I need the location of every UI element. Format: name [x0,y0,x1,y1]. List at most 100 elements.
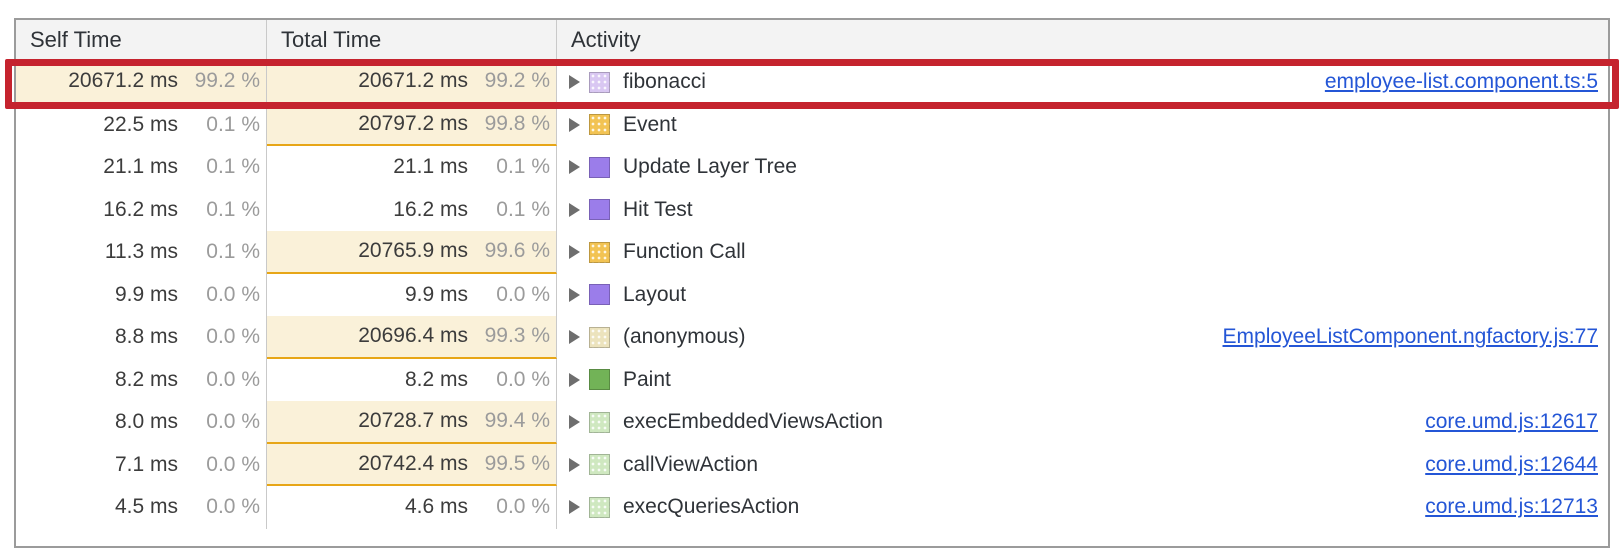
expand-triangle-icon[interactable] [569,160,580,175]
activity-cell: execQueriesAction core.umd.js:12713 [557,486,1608,529]
expand-triangle-icon[interactable] [569,330,580,345]
column-header-activity[interactable]: Activity [571,27,641,52]
source-link[interactable]: core.umd.js:12644 [1425,452,1598,476]
self-time-value: 21.1 ms [103,155,178,179]
expand-triangle-icon[interactable] [569,117,580,132]
expand-triangle-icon[interactable] [569,287,580,302]
source-link[interactable]: core.umd.js:12617 [1425,410,1598,434]
category-swatch-icon [589,71,610,93]
total-time-value: 9.9 ms [404,282,468,306]
self-time-percent: 0.1 % [206,155,260,179]
total-time-value: 20728.7 ms [358,409,468,433]
total-time-cell: 20765.9 ms 99.6 % [267,231,557,274]
table-row[interactable]: 8.8 ms 0.0 % 20696.4 ms 99.3 % (anonymou… [16,316,1608,359]
total-time-value: 20696.4 ms [358,324,468,348]
total-time-percent: 99.5 % [484,451,550,475]
total-time-value: 20765.9 ms [358,239,468,263]
total-time-value: 8.2 ms [404,367,468,391]
activity-label: Function Call [623,240,746,264]
total-time-percent: 0.0 % [496,367,550,391]
category-swatch-icon [589,496,610,518]
activity-cell: Hit Test [557,189,1608,232]
activity-label: (anonymous) [623,325,746,349]
expand-triangle-icon[interactable] [569,372,580,387]
total-time-value: 20671.2 ms [358,69,468,93]
total-time-cell: 20797.2 ms 99.8 % [267,103,557,146]
total-time-cell: 9.9 ms 0.0 % [267,273,557,316]
activity-label: execEmbeddedViewsAction [623,410,883,434]
activity-label: Hit Test [623,197,693,221]
category-swatch-icon [589,411,610,433]
self-time-percent: 0.1 % [206,240,260,264]
source-link[interactable]: core.umd.js:12713 [1425,495,1598,519]
table-row[interactable]: 20671.2 ms 99.2 % 20671.2 ms 99.2 % fibo… [16,61,1608,104]
activity-cell: Event [557,104,1608,147]
expand-triangle-icon[interactable] [569,415,580,430]
self-time-value: 20671.2 ms [68,69,178,93]
total-time-percent: 0.1 % [496,197,550,221]
total-time-cell: 4.6 ms 0.0 % [267,486,557,529]
self-time-percent: 0.0 % [206,367,260,391]
self-time-cell: 8.8 ms 0.0 % [16,316,267,359]
self-time-percent: 0.0 % [206,282,260,306]
table-row[interactable]: 11.3 ms 0.1 % 20765.9 ms 99.6 % Function… [16,231,1608,274]
table-header: Self Time Total Time Activity [16,20,1608,61]
expand-triangle-icon[interactable] [569,75,580,90]
activity-cell: (anonymous) EmployeeListComponent.ngfact… [557,316,1608,359]
table-row[interactable]: 21.1 ms 0.1 % 21.1 ms 0.1 % Update Layer… [16,146,1608,189]
self-time-cell: 22.5 ms 0.1 % [16,103,267,146]
expand-triangle-icon[interactable] [569,457,580,472]
column-header-total-time[interactable]: Total Time [267,20,557,60]
category-swatch-icon [589,156,610,178]
table-row[interactable]: 8.0 ms 0.0 % 20728.7 ms 99.4 % execEmbed… [16,401,1608,444]
total-time-cell: 20696.4 ms 99.3 % [267,316,557,359]
self-time-value: 8.8 ms [114,325,178,349]
category-swatch-icon [589,199,610,221]
expand-triangle-icon[interactable] [569,202,580,217]
source-link[interactable]: employee-list.component.ts:5 [1324,70,1598,94]
self-time-cell: 16.2 ms 0.1 % [16,188,267,231]
category-swatch-icon [589,369,610,391]
self-time-value: 9.9 ms [114,282,178,306]
table-row[interactable]: 22.5 ms 0.1 % 20797.2 ms 99.8 % Event [16,103,1608,147]
category-swatch-icon [589,114,610,136]
table-body: 20671.2 ms 99.2 % 20671.2 ms 99.2 % fibo… [16,61,1608,529]
source-link[interactable]: EmployeeListComponent.ngfactory.js:77 [1222,325,1598,349]
self-time-cell: 20671.2 ms 99.2 % [16,61,267,104]
self-time-percent: 0.1 % [206,112,260,136]
total-time-value: 4.6 ms [404,495,468,519]
total-time-percent: 99.8 % [484,111,550,135]
table-row[interactable]: 8.2 ms 0.0 % 8.2 ms 0.0 % Paint [16,358,1608,401]
table-row[interactable]: 16.2 ms 0.1 % 16.2 ms 0.1 % Hit Test [16,188,1608,232]
expand-triangle-icon[interactable] [569,500,580,515]
total-time-cell: 20728.7 ms 99.4 % [267,401,557,444]
activity-label: Event [623,112,677,136]
total-time-cell: 20671.2 ms 99.2 % [267,61,557,104]
expand-triangle-icon[interactable] [569,245,580,260]
total-time-percent: 0.0 % [496,282,550,306]
bottom-up-table: Self Time Total Time Activity 20671.2 ms… [14,18,1610,548]
total-time-percent: 0.0 % [496,495,550,519]
activity-label: callViewAction [623,452,759,476]
self-time-percent: 99.2 % [194,69,260,93]
table-row[interactable]: 9.9 ms 0.0 % 9.9 ms 0.0 % Layout [16,273,1608,317]
column-header-self-time[interactable]: Self Time [16,20,267,60]
self-time-cell: 7.1 ms 0.0 % [16,443,267,486]
total-time-cell: 16.2 ms 0.1 % [267,188,557,231]
activity-label: Paint [623,367,671,391]
table-row[interactable]: 4.5 ms 0.0 % 4.6 ms 0.0 % execQueriesAct… [16,486,1608,529]
activity-cell: Layout [557,274,1608,317]
self-time-cell: 8.2 ms 0.0 % [16,358,267,401]
activity-cell: Update Layer Tree [557,146,1608,189]
self-time-percent: 0.0 % [206,325,260,349]
self-time-cell: 11.3 ms 0.1 % [16,231,267,274]
self-time-value: 22.5 ms [103,112,178,136]
activity-cell: Function Call [557,231,1608,274]
category-swatch-icon [589,284,610,306]
self-time-value: 8.0 ms [114,410,178,434]
category-swatch-icon [589,454,610,476]
total-time-value: 20742.4 ms [358,451,468,475]
activity-cell: execEmbeddedViewsAction core.umd.js:1261… [557,401,1608,444]
table-row[interactable]: 7.1 ms 0.0 % 20742.4 ms 99.5 % callViewA… [16,443,1608,486]
total-time-percent: 99.2 % [484,69,550,93]
